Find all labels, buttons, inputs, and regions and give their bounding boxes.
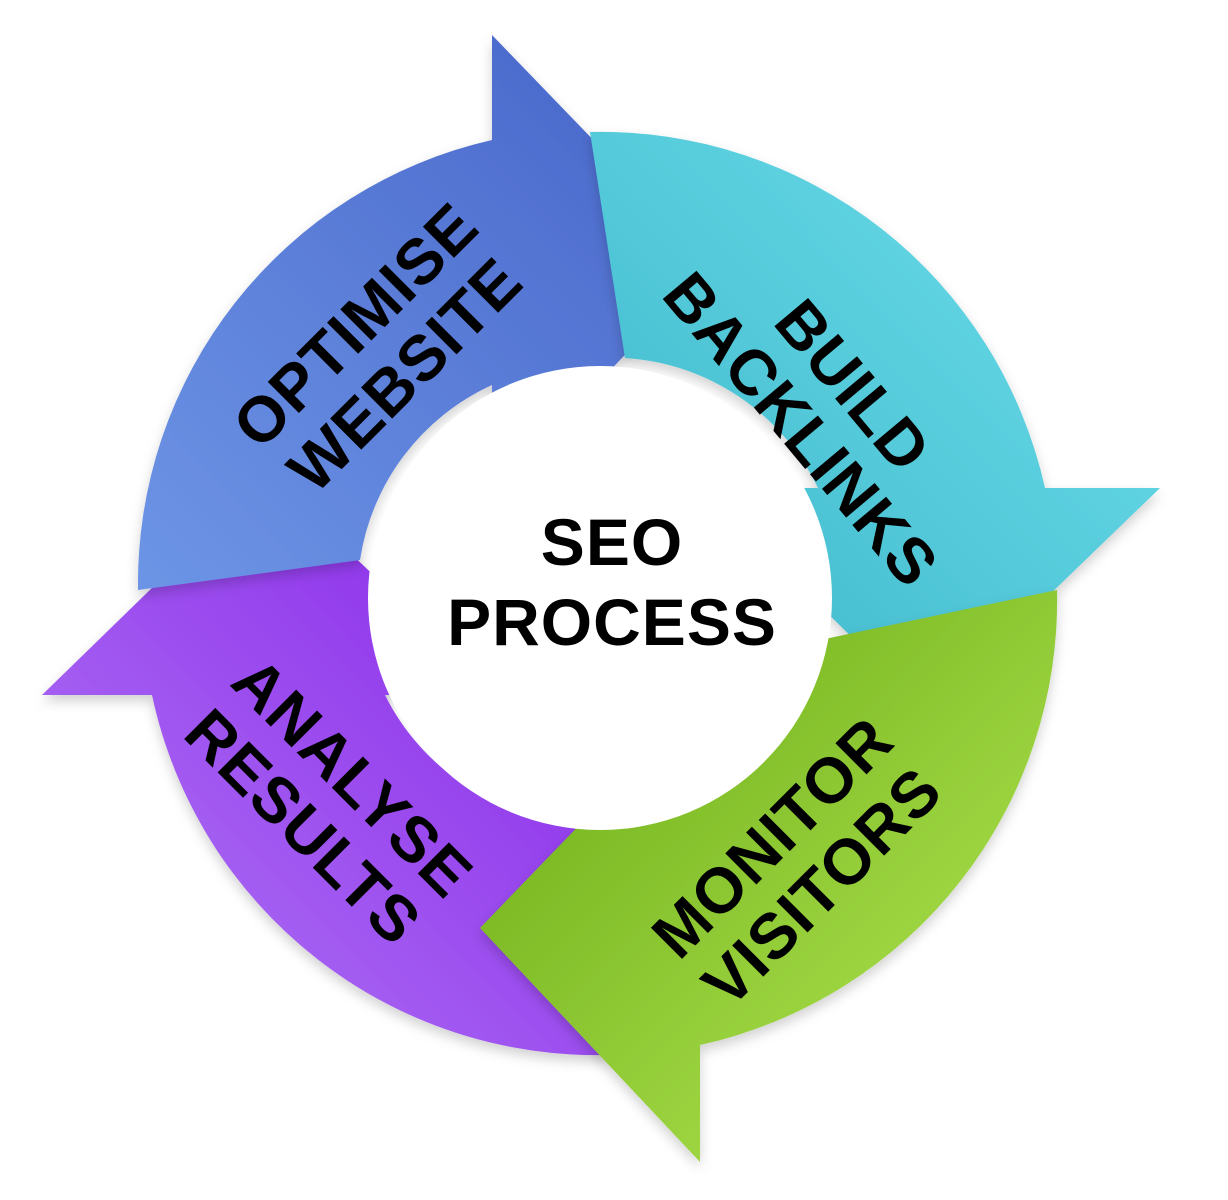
center-circle [368,366,832,830]
monitor-visitors-arrow-shape [480,590,1058,1162]
optimise-website-arrow-shape [137,35,713,590]
analyse-results-arrow [42,475,610,1056]
monitor-visitors-arrow [480,590,1058,1162]
analyse-results-arrow-shape [42,475,610,1056]
center-title-line2: PROCESS [447,585,777,659]
build-backlinks-arrow [590,131,1160,712]
optimise-website-arrow [137,35,713,590]
center-title-line1: SEO [541,505,683,579]
build-backlinks-arrow-shape [590,131,1160,712]
